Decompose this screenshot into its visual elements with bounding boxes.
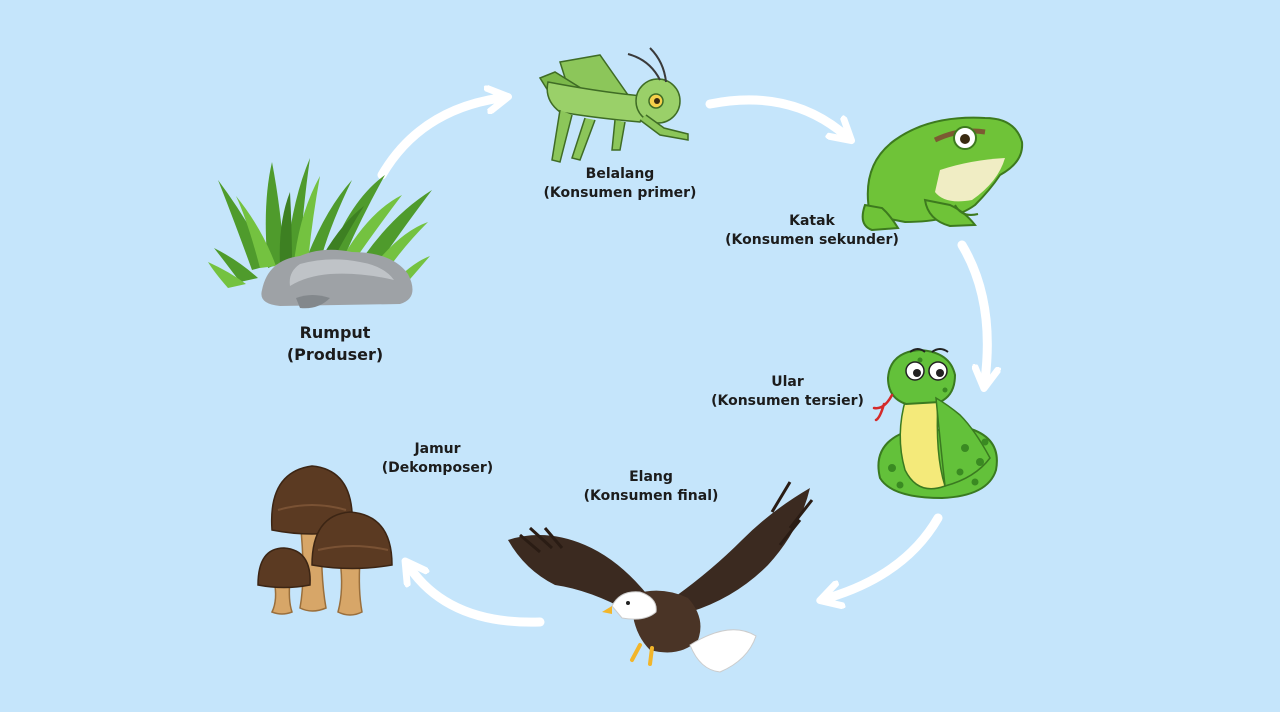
node-name: Ular — [771, 374, 804, 390]
label-elang: Elang (Konsumen final) — [565, 468, 737, 506]
node-name: Katak — [789, 213, 835, 229]
arrow-belalang-to-katak — [705, 95, 845, 135]
node-role: (Konsumen primer) — [543, 184, 697, 201]
label-katak: Katak (Konsumen sekunder) — [712, 212, 912, 250]
arrow-rumput-to-belalang — [377, 98, 500, 180]
node-name: Belalang — [585, 166, 655, 182]
node-role: (Konsumen tersier) — [711, 392, 864, 409]
arrow-ular-to-elang — [828, 513, 943, 598]
arrow-katak-to-ular — [957, 240, 987, 380]
node-role: (Konsumen sekunder) — [725, 231, 899, 248]
node-role: (Dekomposer) — [381, 459, 494, 476]
node-name: Elang — [629, 469, 673, 485]
arrow-elang-to-jamur — [410, 568, 545, 627]
label-jamur: Jamur (Dekomposer) — [365, 440, 510, 478]
label-ular: Ular (Konsumen tersier) — [700, 373, 875, 411]
label-belalang: Belalang (Konsumen primer) — [530, 165, 710, 203]
node-role: (Produser) — [286, 344, 384, 364]
node-role: (Konsumen final) — [583, 487, 719, 504]
node-name: Jamur — [414, 441, 461, 457]
label-rumput: Rumput (Produser) — [260, 322, 410, 365]
node-name: Rumput — [299, 323, 371, 342]
